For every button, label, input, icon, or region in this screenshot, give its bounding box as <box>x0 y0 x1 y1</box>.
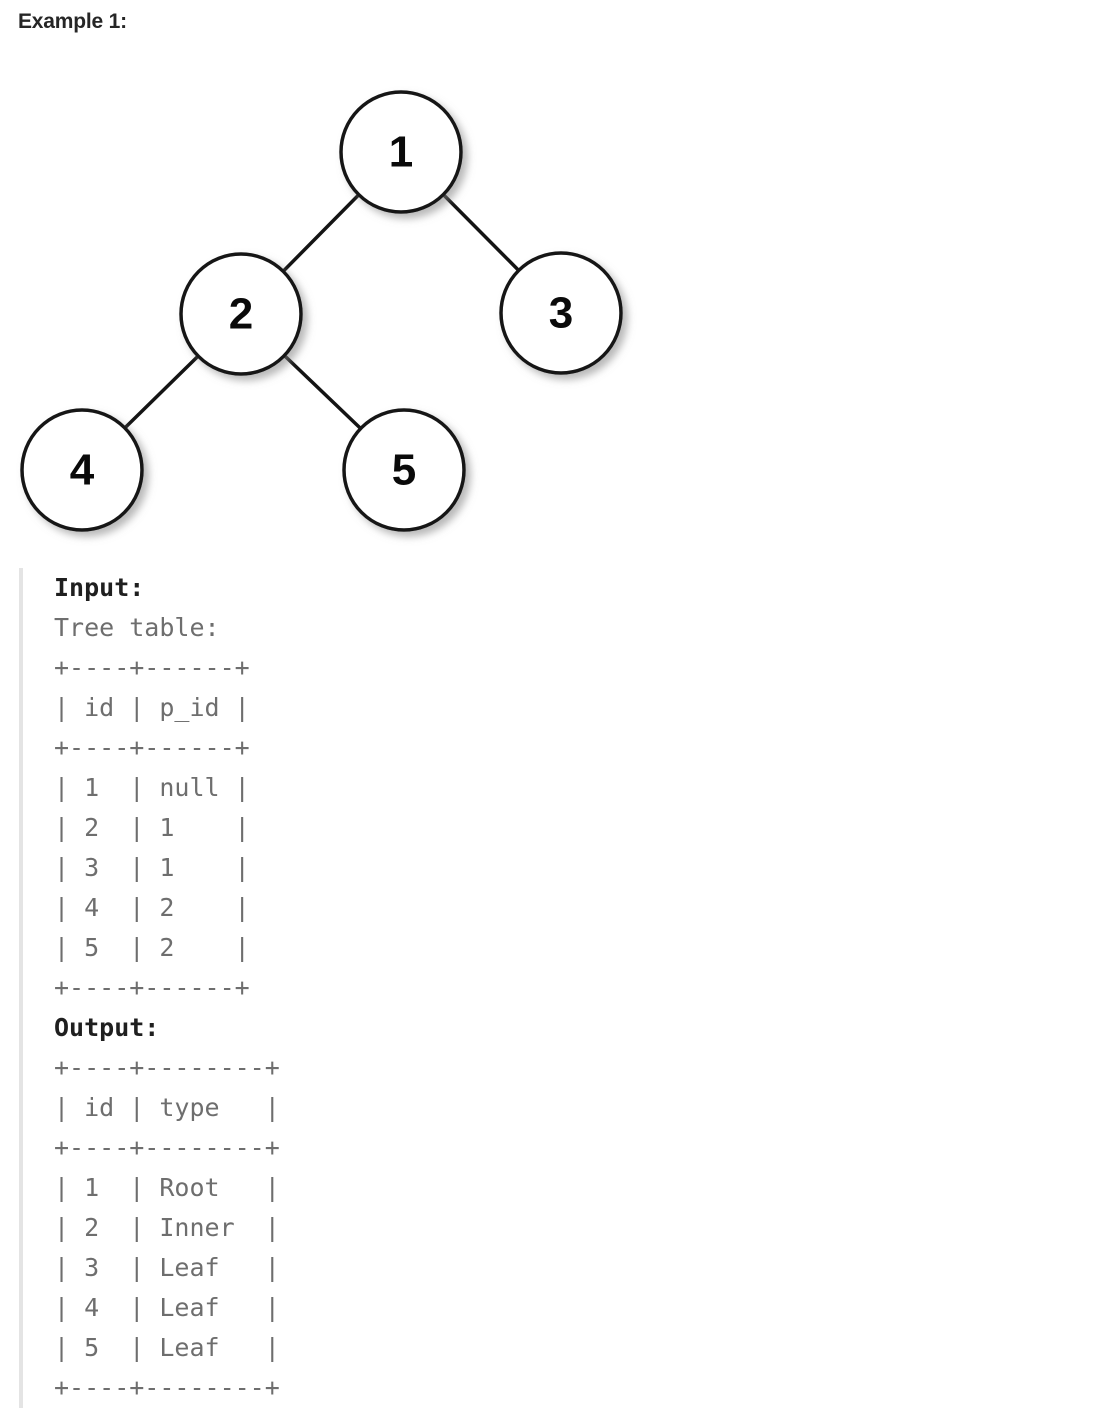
code-line-19: | 5 | Leaf | <box>54 1333 280 1362</box>
tree-node-1: 1 <box>339 90 463 214</box>
tree-edge-1-3 <box>440 191 522 274</box>
page-title: Example 1: <box>18 10 127 33</box>
tree-node-label-2: 2 <box>229 290 253 339</box>
tree-edge-2-4 <box>121 352 202 432</box>
tree-node-label-1: 1 <box>389 128 413 177</box>
example-code-block: Input: Tree table: +----+------+ | id | p_i… <box>19 568 1089 1408</box>
tree-edge-2-5 <box>281 352 364 432</box>
code-line-4: +----+------+ <box>54 733 250 762</box>
code-line-9: | 5 | 2 | <box>54 933 250 962</box>
code-line-8: | 4 | 2 | <box>54 893 250 922</box>
code-line-20: +----+--------+ <box>54 1373 280 1402</box>
code-line-18: | 4 | Leaf | <box>54 1293 280 1322</box>
tree-node-circle-3 <box>499 251 623 375</box>
code-line-1: Tree table: <box>54 613 220 642</box>
tree-node-circle-5 <box>342 408 466 532</box>
code-line-14: +----+--------+ <box>54 1133 280 1162</box>
tree-node-4: 4 <box>20 408 144 532</box>
tree-node-3: 3 <box>499 251 623 375</box>
binary-tree-figure: 1 2 3 4 5 <box>0 80 660 550</box>
tree-node-circle-1 <box>339 90 463 214</box>
tree-node-label-4: 4 <box>70 446 95 495</box>
tree-node-label-5: 5 <box>392 446 416 495</box>
code-line-15: | 1 | Root | <box>54 1173 280 1202</box>
tree-node-circle-4 <box>20 408 144 532</box>
code-line-3: | id | p_id | <box>54 693 250 722</box>
code-line-2: +----+------+ <box>54 653 250 682</box>
tree-edge-1-2 <box>280 191 362 275</box>
code-line-6: | 2 | 1 | <box>54 813 250 842</box>
code-line-0: Input: <box>54 573 145 602</box>
code-line-5: | 1 | null | <box>54 773 250 802</box>
code-line-7: | 3 | 1 | <box>54 853 250 882</box>
tree-node-5: 5 <box>342 408 466 532</box>
code-line-12: +----+--------+ <box>54 1053 280 1082</box>
tree-node-group: 1 2 3 4 5 <box>20 90 623 532</box>
binary-tree-svg: 1 2 3 4 5 <box>20 90 623 532</box>
code-line-10: +----+------+ <box>54 973 250 1002</box>
code-line-16: | 2 | Inner | <box>54 1213 280 1242</box>
tree-node-2: 2 <box>179 252 303 376</box>
code-line-17: | 3 | Leaf | <box>54 1253 280 1282</box>
tree-edge-group <box>121 191 522 432</box>
code-line-11: Output: <box>54 1013 160 1042</box>
code-line-13: | id | type | <box>54 1093 280 1122</box>
tree-node-circle-2 <box>179 252 303 376</box>
tree-node-label-3: 3 <box>549 289 573 338</box>
